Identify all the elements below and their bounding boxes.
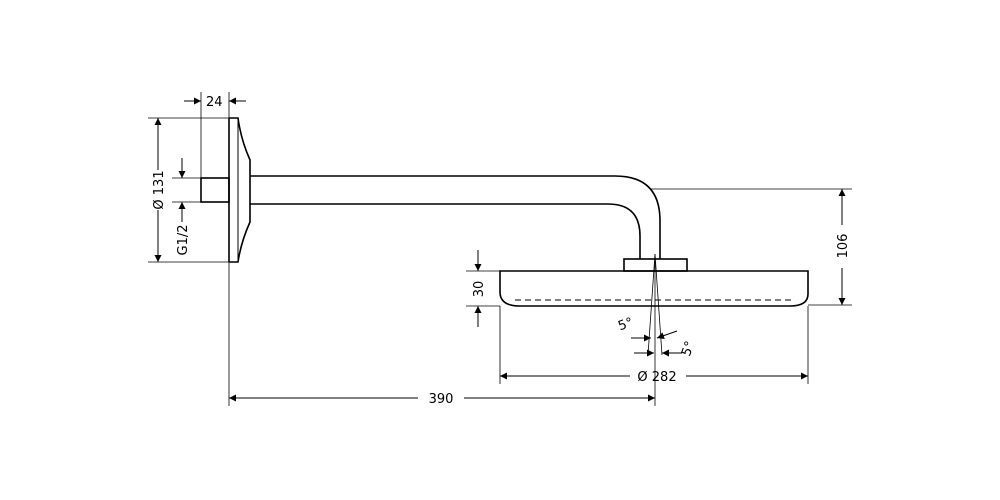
label-arm-drop: 106 xyxy=(836,234,851,259)
dimension-flange-depth: 24 xyxy=(184,92,246,178)
label-tilt-right: 5° xyxy=(679,339,698,358)
label-flange-depth: 24 xyxy=(206,95,223,110)
label-tilt-left: 5° xyxy=(616,315,635,334)
label-head-diameter: Ø 282 xyxy=(637,370,676,385)
dimension-thread: G1/2 xyxy=(172,158,201,256)
dimension-arm-length: 390 xyxy=(228,262,655,407)
wall-flange xyxy=(228,117,251,263)
dimension-head-diameter: Ø 282 xyxy=(499,306,809,385)
thread-connector xyxy=(200,177,230,203)
label-flange-diameter: Ø 131 xyxy=(152,170,167,209)
label-thread: G1/2 xyxy=(176,225,191,256)
dimension-arm-drop: 106 xyxy=(650,188,852,306)
dimension-flange-diameter: Ø 131 xyxy=(148,117,229,263)
label-arm-length: 390 xyxy=(429,392,454,407)
dimension-head-height: 30 xyxy=(466,250,500,327)
dimension-tilt-left: 5° xyxy=(616,315,678,342)
dimension-tilt-right: 5° xyxy=(634,339,698,358)
label-head-height: 30 xyxy=(472,281,487,298)
shower-arm xyxy=(250,175,661,259)
shower-head xyxy=(499,270,809,307)
